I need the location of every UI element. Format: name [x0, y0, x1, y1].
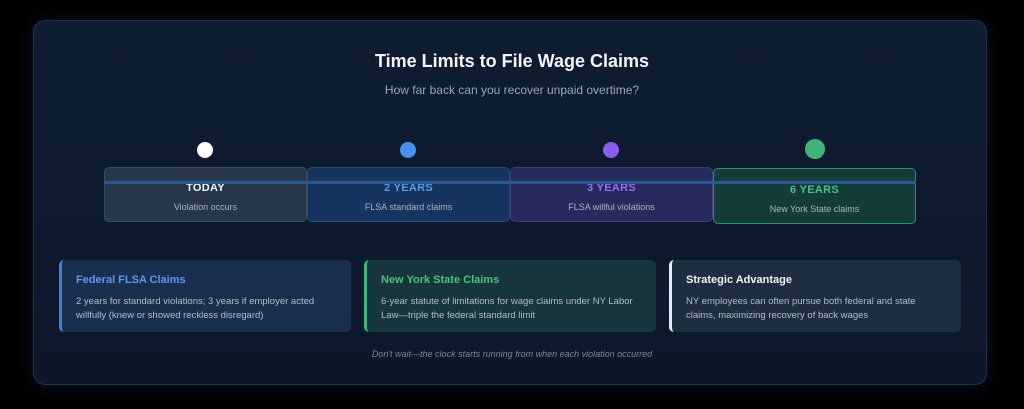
page-title: Time Limits to File Wage Claims [374, 51, 650, 71]
footer-note: Don't wait—the clock starts running from… [371, 349, 653, 359]
card-new-york-state-claims: New York State Claims 6-year statute of … [364, 260, 656, 332]
card-body: 2 years for standard violations; 3 years… [76, 296, 315, 321]
timeline-stage-title: 3 YEARS [587, 182, 636, 194]
timeline-dot-3-years [603, 142, 619, 158]
card-title: Federal FLSA Claims [76, 274, 186, 286]
timeline-stage-6-years: 6 YEARS New York State claims [713, 168, 916, 224]
timeline-dot-2-years [400, 142, 416, 158]
card-federal-flsa-claims: Federal FLSA Claims 2 years for standard… [59, 260, 351, 332]
timeline-stage-desc: Violation occurs [173, 202, 238, 212]
timeline-stage-desc: FLSA standard claims [364, 202, 453, 212]
card-strategic-advantage: Strategic Advantage NY employees can oft… [669, 260, 961, 332]
timeline-stage-desc: New York State claims [769, 204, 860, 214]
card-title: New York State Claims [381, 274, 500, 286]
timeline-stage-3-years: 3 YEARS FLSA willful violations [510, 167, 713, 222]
timeline-axis-line [104, 181, 916, 184]
timeline-stage-today: TODAY Violation occurs [104, 167, 307, 222]
card-body: NY employees can often pursue both feder… [686, 296, 916, 321]
timeline-stage-title: TODAY [186, 182, 225, 194]
timeline-dot-today [197, 142, 213, 158]
timeline-dot-6-years [805, 139, 825, 159]
card-body: 6-year statute of limitations for wage c… [381, 296, 633, 321]
card-title: Strategic Advantage [686, 274, 792, 286]
timeline-stage-title: 2 YEARS [384, 182, 433, 194]
page-subtitle: How far back can you recover unpaid over… [384, 83, 640, 97]
timeline-stage-2-years: 2 YEARS FLSA standard claims [307, 167, 510, 222]
timeline-stage-desc: FLSA willful violations [568, 202, 655, 212]
timeline-stage-title: 6 YEARS [790, 184, 839, 196]
